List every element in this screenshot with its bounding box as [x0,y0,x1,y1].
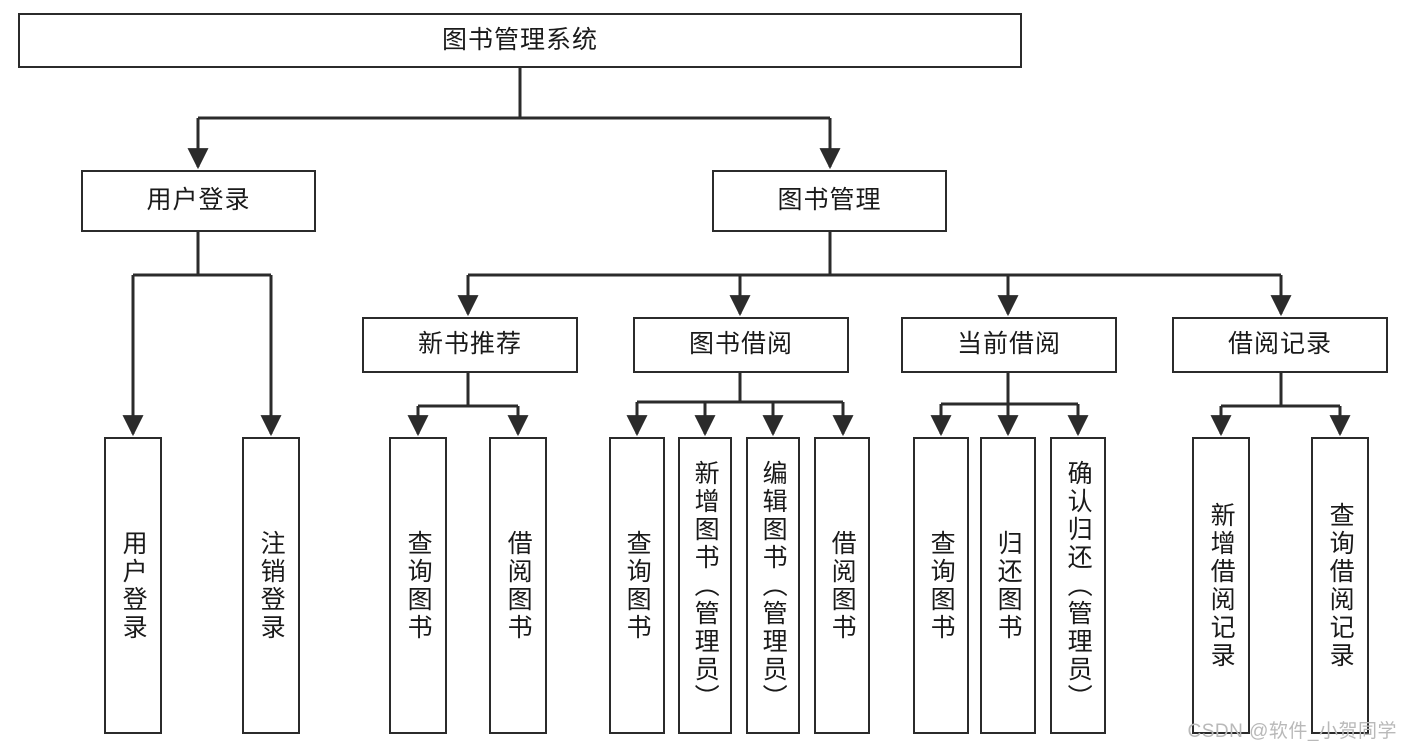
node-book-borrow[interactable]: 图书借阅 [633,317,849,373]
node-leaf-add-book-label: 新增图书（管理员） [691,459,720,712]
node-leaf-confirm-return[interactable]: 确认归还（管理员） [1050,437,1106,734]
watermark: CSDN @软件_小贺同学 [1187,721,1397,742]
node-leaf-query-record[interactable]: 查询借阅记录 [1311,437,1369,734]
node-leaf-add-book[interactable]: 新增图书（管理员） [678,437,732,734]
node-root[interactable]: 图书管理系统 [18,13,1022,68]
node-root-label: 图书管理系统 [441,25,598,54]
node-leaf-borrow-book-1[interactable]: 借阅图书 [489,437,547,734]
node-leaf-return-book-label: 归还图书 [994,529,1023,642]
node-leaf-borrow-book-2-label: 借阅图书 [828,529,857,642]
node-leaf-add-record[interactable]: 新增借阅记录 [1192,437,1250,734]
node-book-borrow-label: 图书借阅 [688,330,793,359]
node-user-login-label: 用户登录 [146,186,251,215]
node-leaf-query-book-1[interactable]: 查询图书 [389,437,447,734]
node-leaf-logout-login[interactable]: 注销登录 [242,437,300,734]
node-leaf-query-book-3-label: 查询图书 [927,529,956,642]
node-book-manage-label: 图书管理 [777,186,882,215]
node-leaf-borrow-book-1-label: 借阅图书 [504,529,533,642]
node-leaf-return-book[interactable]: 归还图书 [980,437,1036,734]
node-book-manage[interactable]: 图书管理 [712,170,947,232]
node-current-borrow[interactable]: 当前借阅 [901,317,1117,373]
node-user-login[interactable]: 用户登录 [81,170,316,232]
node-leaf-query-book-1-label: 查询图书 [404,529,433,642]
node-leaf-logout-login-label: 注销登录 [257,529,286,642]
node-leaf-query-record-label: 查询借阅记录 [1326,501,1355,670]
node-leaf-edit-book-label: 编辑图书（管理员） [759,459,788,712]
node-leaf-query-book-2-label: 查询图书 [623,529,652,642]
node-leaf-user-login-label: 用户登录 [119,529,148,642]
node-new-book-rec[interactable]: 新书推荐 [362,317,578,373]
node-borrow-record-label: 借阅记录 [1227,330,1332,359]
node-borrow-record[interactable]: 借阅记录 [1172,317,1388,373]
node-new-book-rec-label: 新书推荐 [417,330,522,359]
node-leaf-borrow-book-2[interactable]: 借阅图书 [814,437,870,734]
node-current-borrow-label: 当前借阅 [956,330,1061,359]
node-leaf-edit-book[interactable]: 编辑图书（管理员） [746,437,800,734]
node-leaf-add-record-label: 新增借阅记录 [1207,501,1236,670]
node-leaf-query-book-3[interactable]: 查询图书 [913,437,969,734]
node-leaf-confirm-return-label: 确认归还（管理员） [1064,459,1093,712]
node-leaf-query-book-2[interactable]: 查询图书 [609,437,665,734]
node-leaf-user-login[interactable]: 用户登录 [104,437,162,734]
